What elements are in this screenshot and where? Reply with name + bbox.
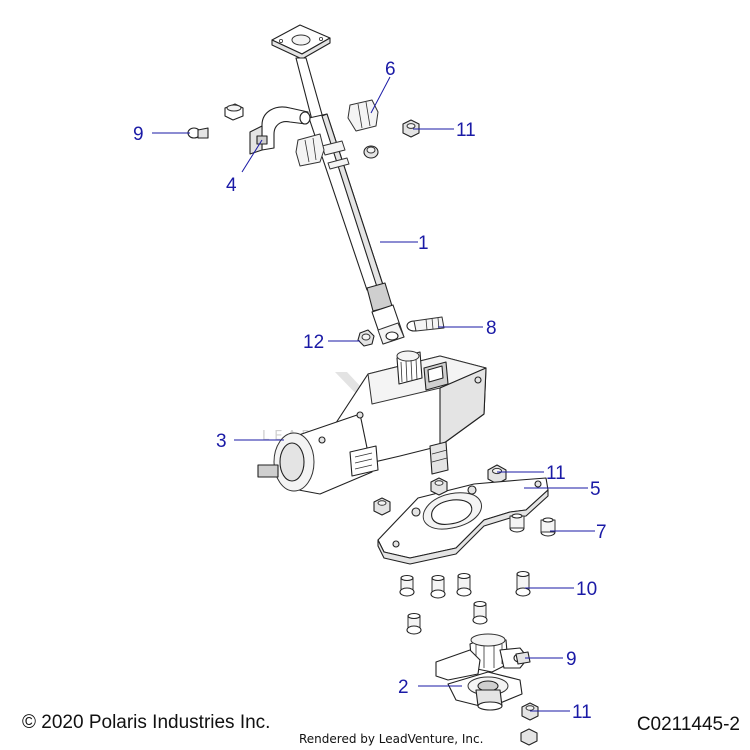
callout-7: 7 [596,522,607,543]
callout-2: 2 [398,677,409,698]
mounting-bolts[interactable] [399,570,531,635]
rendered-by-credit: Rendered by LeadVenture, Inc. [299,732,484,746]
callout-11-middle: 11 [546,463,566,484]
pinch-nut[interactable] [357,329,375,347]
mounting-plate[interactable] [377,477,549,565]
callout-9-top: 9 [133,124,144,145]
callout-11-top: 11 [456,120,476,141]
copyright-notice: © 2020 Polaris Industries Inc. [22,712,271,733]
callout-9-bottom: 9 [566,649,577,670]
steering-column[interactable] [271,24,405,345]
pinch-bolt[interactable] [406,316,445,332]
steering-gearbox-assembly[interactable] [257,350,487,495]
callout-1: 1 [418,233,429,254]
callout-11-bottom: 11 [572,702,592,723]
callout-12: 12 [303,332,324,353]
callouts: 1 2 3 4 5 6 7 8 9 9 10 11 11 11 12 [133,59,607,723]
callout-4: 4 [226,175,237,196]
clamp-fasteners-top[interactable] [187,103,420,159]
pitman-arm-assembly[interactable] [435,633,529,711]
bushing-clamp-halves[interactable] [295,99,379,167]
callout-8: 8 [486,318,497,339]
leader-lines [152,76,595,712]
callout-6: 6 [385,59,396,80]
callout-3: 3 [216,431,227,452]
callout-10: 10 [576,579,597,600]
callout-5: 5 [590,479,601,500]
drawing-number: C0211445-2 [636,714,740,735]
plate-fasteners[interactable] [373,477,556,537]
